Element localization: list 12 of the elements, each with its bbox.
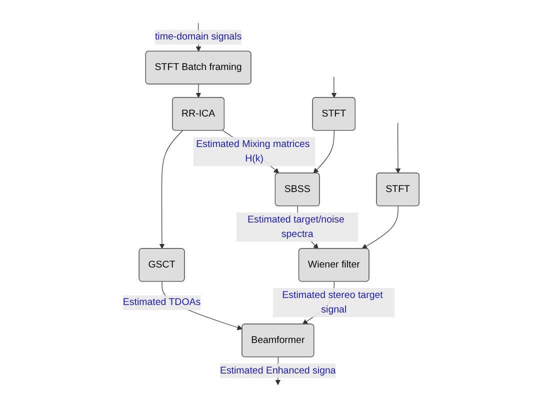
arrow [196, 84, 202, 98]
edge-label: time-domain signals [154, 32, 242, 42]
edge-label: Estimated Mixing matrices H(k) [196, 138, 310, 164]
arrow [331, 76, 337, 98]
arrow [313, 130, 334, 174]
arrow [159, 130, 183, 249]
edge-label: Estimated target/noise spectra [248, 214, 344, 240]
arrow [395, 122, 401, 174]
edge-label: Estimated TDOAs [122, 297, 201, 308]
edge-label: Estimated stereo target signal [282, 290, 383, 315]
edge-label: Estimated Enhanced signa [220, 365, 336, 376]
arrow [362, 206, 398, 249]
